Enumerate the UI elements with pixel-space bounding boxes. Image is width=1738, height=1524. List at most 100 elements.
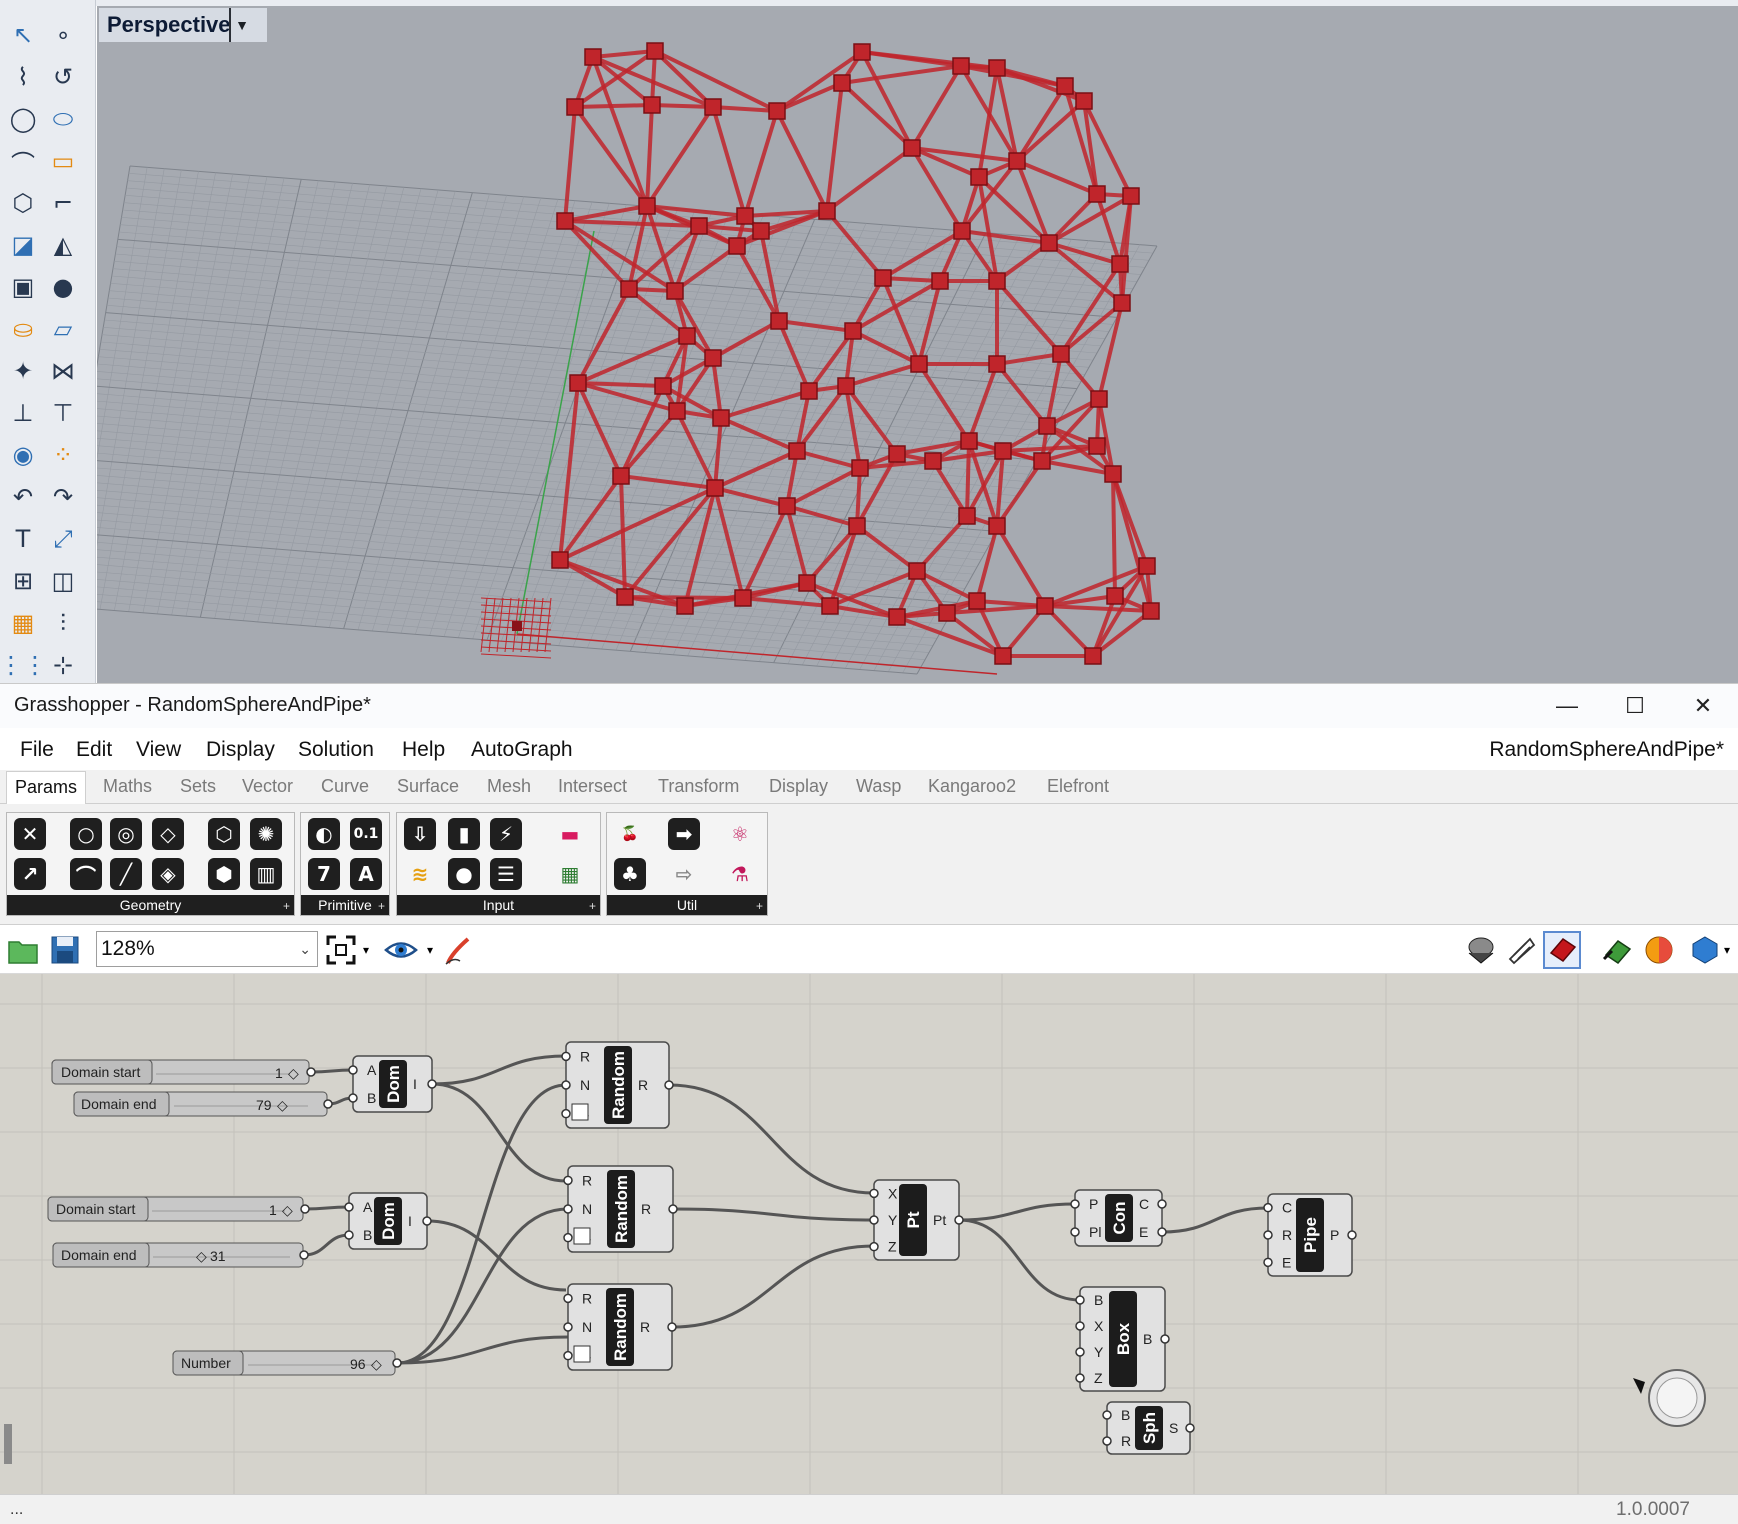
param-circle-icon[interactable]: ○ [68, 816, 104, 852]
input-toggle-icon[interactable]: ▮ [446, 816, 482, 852]
input-grip[interactable] [344, 1230, 354, 1240]
arc-icon[interactable]: ⌒ [11, 149, 35, 178]
input-grip[interactable] [561, 1108, 571, 1119]
canvas-navigator-icon[interactable] [1633, 1369, 1706, 1427]
group-icon[interactable]: ⊞ [12, 567, 34, 595]
menu-help[interactable]: Help [402, 738, 446, 761]
output-grip[interactable] [427, 1079, 437, 1089]
preview-eye-icon[interactable] [382, 931, 420, 969]
select-arrow-icon[interactable]: ↖ [12, 21, 34, 49]
text-icon[interactable]: T [15, 525, 31, 553]
input-grip[interactable] [869, 1188, 879, 1199]
param-box-icon[interactable]: ⬡ [206, 816, 242, 852]
tab-display[interactable]: Display [769, 776, 829, 796]
input-graph-icon[interactable]: ≋ [402, 856, 438, 892]
viewport-menu-chevron-icon[interactable]: ▼ [229, 8, 253, 42]
save-file-icon[interactable] [46, 931, 84, 969]
expand-icon[interactable]: + [377, 899, 385, 913]
input-grip[interactable] [348, 1065, 358, 1075]
slider-grip-icon[interactable]: ◇ [282, 1202, 293, 1218]
param-number-icon[interactable]: 0.1 [348, 816, 384, 852]
menu-edit[interactable]: Edit [76, 738, 113, 761]
loft-icon[interactable]: ◭ [53, 231, 73, 259]
polygon-icon[interactable]: ⬡ [12, 189, 34, 217]
slider-domain-end-2[interactable]: Domain end ◇ 31 [52, 1242, 309, 1268]
sketch-pen-icon[interactable] [440, 931, 478, 969]
canvas-scroll-handle[interactable] [4, 1424, 12, 1464]
output-grip[interactable] [664, 1080, 674, 1090]
slider-domain-end-1[interactable]: Domain end 79 ◇ [73, 1091, 333, 1117]
output-grip[interactable] [299, 1250, 309, 1260]
output-grip[interactable] [300, 1204, 310, 1214]
menu-view[interactable]: View [136, 738, 182, 761]
input-grip[interactable] [1263, 1230, 1273, 1240]
input-grip[interactable] [344, 1202, 354, 1212]
output-grip[interactable] [1347, 1230, 1357, 1240]
tab-maths[interactable]: Maths [103, 776, 153, 796]
util-relay-icon[interactable]: ⇨ [666, 856, 702, 892]
input-grip[interactable] [563, 1350, 573, 1361]
output-grip[interactable] [1157, 1227, 1167, 1237]
menu-file[interactable]: File [20, 738, 54, 761]
viewport-scene[interactable] [97, 6, 1738, 683]
sphere-icon[interactable]: ● [52, 273, 74, 301]
input-list-icon[interactable]: ☰ [488, 856, 524, 892]
menu-solution[interactable]: Solution [298, 738, 374, 761]
param-boolean-icon[interactable]: ◐ [306, 816, 342, 852]
input-grip[interactable] [561, 1080, 571, 1090]
tab-kangaroo2[interactable]: Kangaroo2 [928, 776, 1017, 796]
cylinder-icon[interactable]: ⛀ [12, 315, 34, 343]
tab-mesh[interactable]: Mesh [487, 776, 532, 796]
display-sphere-icon[interactable] [1686, 931, 1724, 969]
param-mesh-icon[interactable]: ✺ [248, 816, 284, 852]
input-grip[interactable] [1075, 1321, 1085, 1331]
boolean-icon[interactable]: ⋈ [51, 357, 75, 385]
component-random-3[interactable]: RandomRNSR [563, 1283, 677, 1371]
menu-autograph[interactable]: AutoGraph [471, 738, 573, 761]
expand-icon[interactable]: + [282, 899, 290, 913]
util-flask-icon[interactable]: ⚗ [722, 856, 758, 892]
fillet-icon[interactable]: ⌐ [52, 189, 74, 217]
box-icon[interactable]: ▣ [11, 273, 35, 301]
input-button-icon[interactable]: ● [446, 856, 482, 892]
output-grip[interactable] [667, 1322, 677, 1332]
curve-tools-icon[interactable]: ↶ [12, 483, 34, 511]
chevron-down-icon[interactable]: ▾ [426, 943, 434, 957]
tab-surface[interactable]: Surface [397, 776, 460, 796]
expand-icon[interactable]: + [588, 899, 596, 913]
component-random-2[interactable]: RandomRNSR [563, 1165, 678, 1253]
param-integer-icon[interactable]: 7 [306, 856, 342, 892]
slider-domain-start-1[interactable]: Domain start 1 ◇ [51, 1059, 316, 1085]
param-brep-icon[interactable]: ⬢ [206, 856, 242, 892]
param-generic-icon[interactable]: ✕ [12, 816, 48, 852]
input-grip[interactable] [869, 1241, 879, 1252]
preview-selected-icon[interactable] [1543, 931, 1581, 969]
offset-icon[interactable]: ↷ [52, 483, 74, 511]
slider-grip-icon[interactable]: ◇ [288, 1065, 299, 1081]
input-grip[interactable] [1263, 1257, 1273, 1268]
array-icon[interactable]: ⫶ [60, 609, 66, 637]
output-grip[interactable] [422, 1216, 432, 1226]
input-grip[interactable] [563, 1322, 573, 1332]
tab-sets[interactable]: Sets [180, 776, 217, 796]
param-surface-icon[interactable]: ▥ [248, 856, 284, 892]
ellipse-icon[interactable]: ⬭ [52, 105, 74, 133]
slider-grip-icon[interactable]: ◇ [196, 1248, 207, 1264]
output-grip[interactable] [668, 1204, 678, 1214]
curve-icon[interactable]: ↺ [52, 63, 74, 91]
solid-icon[interactable]: ▦ [11, 609, 35, 637]
input-grip[interactable] [1075, 1347, 1085, 1357]
output-grip[interactable] [1185, 1423, 1195, 1433]
util-cherry-icon[interactable]: 🍒 [612, 816, 648, 852]
input-grip[interactable] [1075, 1373, 1085, 1383]
input-grip[interactable] [563, 1204, 573, 1214]
scale-icon[interactable]: ⤢ [53, 525, 73, 553]
input-grip[interactable] [563, 1232, 573, 1243]
param-line-icon[interactable]: ╱ [108, 856, 144, 892]
input-grip[interactable] [1075, 1295, 1085, 1305]
chevron-down-icon[interactable]: ▾ [362, 943, 370, 957]
input-grip[interactable] [561, 1051, 571, 1062]
param-text-icon[interactable]: A [348, 856, 384, 892]
